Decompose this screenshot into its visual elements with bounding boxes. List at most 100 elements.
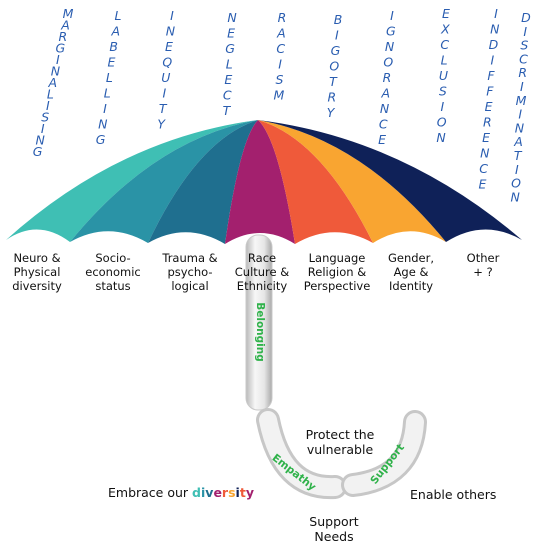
rain-letter: N — [380, 101, 390, 116]
rain-letter: A — [60, 18, 70, 33]
rain-letter: E — [442, 6, 450, 21]
rain-letter: N — [227, 10, 237, 25]
segment-label-other: Other + ? — [466, 251, 500, 279]
rain-letter: R — [327, 90, 336, 105]
rain-letter: L — [115, 8, 122, 23]
rain-letter: N — [36, 133, 46, 148]
diversity-letter: y — [245, 485, 254, 500]
diversity-letter: i — [235, 485, 240, 500]
rain-letter: L — [106, 70, 113, 85]
rain-letter: E — [108, 55, 116, 70]
rain-letter: N — [511, 189, 521, 204]
rain-letter: E — [224, 72, 232, 87]
rain-letter: G — [225, 41, 235, 56]
rain-letter: S — [41, 110, 49, 125]
rain-letter: I — [390, 8, 394, 23]
diversity-letter: t — [239, 485, 246, 500]
value-belonging: Belonging — [254, 302, 266, 362]
rain-letter: I — [440, 99, 444, 114]
rain-letter: F — [487, 68, 495, 83]
rain-letter: R — [483, 115, 492, 130]
caption-protect: Protect the vulnerable — [305, 427, 375, 457]
rain-letter: U — [161, 70, 170, 85]
rain-letter: A — [111, 24, 121, 39]
rain-letter: C — [223, 88, 232, 103]
rain-letter: O — [329, 59, 339, 74]
rain-letter: R — [278, 10, 287, 25]
rain-letter: O — [383, 55, 393, 70]
rain-letter: G — [386, 24, 396, 39]
caption-support-needs: Support Needs — [309, 514, 359, 544]
rain-letter: C — [440, 37, 449, 52]
caption-embrace: Embrace our diversity — [108, 485, 278, 500]
canopy-segment-6 — [258, 120, 522, 242]
diversity-letter: d — [192, 485, 201, 500]
rain-letter: A — [381, 86, 391, 101]
rain-letter: I — [490, 53, 494, 68]
caption-diversity-word: diversity — [192, 485, 254, 500]
rain-letter: S — [520, 38, 528, 53]
caption-enable: Enable others — [410, 487, 497, 502]
rain-words: MARGINALISINGLABELLINGINEQUITYNEGLECTRAC… — [33, 6, 531, 204]
diversity-letter: s — [228, 485, 236, 500]
rain-letter: N — [385, 39, 395, 54]
rain-letter: N — [98, 117, 108, 132]
canopy-segment-1 — [70, 120, 258, 243]
rain-letter: F — [486, 84, 494, 99]
rain-letter: B — [334, 12, 343, 27]
rain-letter: M — [63, 6, 74, 21]
rain-letter: I — [46, 98, 50, 113]
rain-letter: D — [489, 37, 499, 52]
rain-letter: L — [226, 57, 233, 72]
rain-letter: I — [103, 101, 107, 116]
rain-letter: R — [518, 65, 527, 80]
rain-letter: E — [478, 177, 486, 192]
rain-letter: L — [104, 86, 111, 101]
rain-letter: I — [523, 24, 527, 39]
rain-letter: S — [276, 72, 284, 87]
rain-letter: C — [379, 117, 388, 132]
segment-label-language: Language Religion & Perspective — [303, 251, 371, 293]
rain-letter: E — [485, 99, 493, 114]
rain-letter: E — [482, 130, 490, 145]
rain-letter: N — [515, 120, 525, 135]
rain-letter: N — [166, 24, 176, 39]
rain-letter: N — [51, 64, 61, 79]
caption-embrace-prefix: Embrace our — [108, 485, 193, 500]
rain-letter: G — [96, 132, 106, 147]
rain-letter: E — [378, 132, 386, 147]
rain-letter: T — [159, 101, 168, 116]
diversity-letter: v — [205, 485, 214, 500]
rain-letter: R — [59, 29, 68, 44]
rain-letter: O — [511, 176, 521, 191]
rain-letter: G — [33, 144, 43, 159]
rain-letter: I — [494, 6, 498, 21]
segment-label-trauma: Trauma & psycho- logical — [162, 251, 218, 293]
rain-letter: Y — [157, 117, 166, 132]
umbrella-canopy — [6, 120, 522, 244]
rain-letter: M — [516, 93, 527, 108]
canopy-segment-4 — [258, 120, 373, 244]
rain-letter: T — [329, 74, 338, 89]
rain-letter: S — [439, 84, 447, 99]
rain-letter: B — [109, 39, 118, 54]
rain-letter: I — [515, 162, 519, 177]
canopy-segment-3 — [225, 120, 295, 244]
rain-letter: L — [47, 87, 54, 102]
rain-letter: N — [480, 146, 490, 161]
rain-letter: I — [162, 86, 166, 101]
rain-letter: Q — [162, 55, 172, 70]
umbrella-shaft — [245, 234, 273, 411]
rain-letter: A — [48, 75, 58, 90]
rain-letter: E — [165, 39, 173, 54]
rain-letter: C — [479, 161, 488, 176]
diversity-letter: e — [213, 485, 222, 500]
